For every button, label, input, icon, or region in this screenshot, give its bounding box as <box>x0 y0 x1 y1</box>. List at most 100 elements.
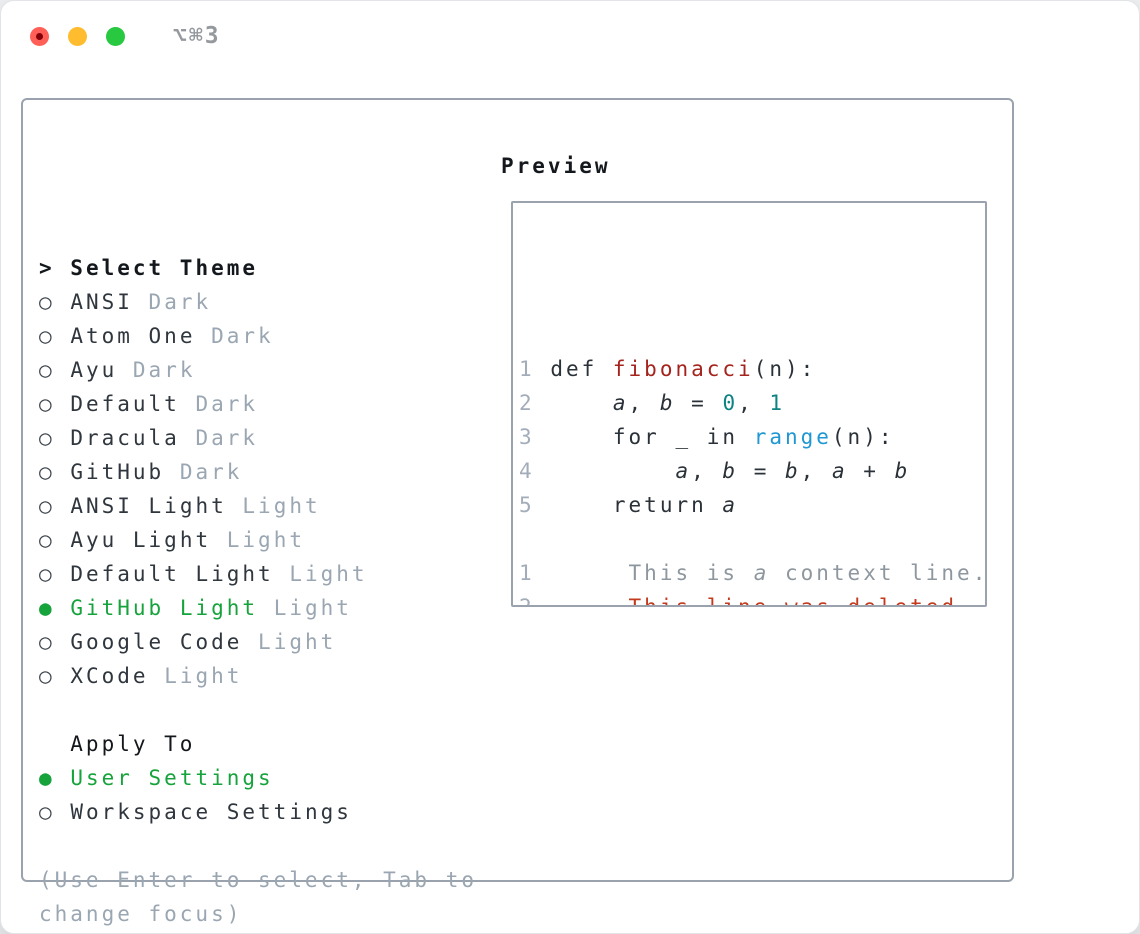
apply-option-workspace-settings[interactable]: ○ Workspace Settings <box>39 795 477 829</box>
theme-option-github[interactable]: ○ GitHub Dark <box>39 455 477 489</box>
prompt-icon: > <box>39 256 71 280</box>
code-token: b <box>894 459 911 483</box>
variant-tag: Dark <box>211 324 274 348</box>
code-token <box>550 391 613 415</box>
diff-line: 2 - This line was deleted. <box>519 590 985 607</box>
theme-option-default[interactable]: ○ Default Dark <box>39 387 477 421</box>
theme-option-dracula[interactable]: ○ Dracula Dark <box>39 421 477 455</box>
code-token: (n): <box>753 357 817 381</box>
option-label: Ayu Light <box>70 528 212 552</box>
variant-tag: Light <box>289 562 368 586</box>
option-label: GitHub <box>70 460 165 484</box>
code-token: This is <box>550 561 754 585</box>
hint-text: (Use Enter to select, Tab to <box>39 863 477 897</box>
theme-option-xcode[interactable]: ○ XCode Light <box>39 659 477 693</box>
option-label: Dracula <box>70 426 180 450</box>
apply-to-header: Apply To <box>39 727 477 761</box>
preview-title: Preview <box>501 154 611 178</box>
variant-tag: Dark <box>195 392 259 416</box>
code-token: = <box>675 391 723 415</box>
minimize-button[interactable] <box>68 26 87 46</box>
zoom-button[interactable] <box>106 26 125 46</box>
option-label: Ayu <box>70 358 118 382</box>
code-token: a <box>612 391 629 415</box>
code-line: 2 a, b = 0, 1 <box>519 386 985 420</box>
variant-tag: Dark <box>179 460 243 484</box>
option-label: Default <box>70 392 180 416</box>
code-token: a <box>722 493 739 517</box>
code-token: b <box>785 459 801 483</box>
theme-option-ansi[interactable]: ○ ANSI Dark <box>39 285 477 319</box>
spacer-row <box>39 693 477 727</box>
code-token: - This line was deleted. <box>550 595 973 607</box>
close-button[interactable] <box>30 26 49 46</box>
option-label: XCode <box>70 664 149 688</box>
code-token: , <box>738 391 770 415</box>
option-label: User Settings <box>70 766 274 790</box>
option-label: Google Code <box>70 630 243 654</box>
theme-option-ansi-light[interactable]: ○ ANSI Light Light <box>39 489 477 523</box>
unsaved-changes-dot-icon <box>36 32 43 40</box>
line-number: 1 <box>519 357 535 381</box>
spacer-row <box>39 829 477 863</box>
code-line: 5 return a <box>519 488 985 522</box>
code-token: + <box>847 459 895 483</box>
code-line <box>519 522 985 556</box>
hint-text: change focus) <box>39 897 477 931</box>
code-token: 0 <box>722 391 739 415</box>
option-label: ANSI <box>70 290 133 314</box>
line-number: 5 <box>519 493 535 517</box>
code-line: 4 a, b = b, a + b <box>519 454 985 488</box>
radio-off-icon: ○ <box>39 426 55 450</box>
radio-off-icon: ○ <box>39 528 55 552</box>
theme-option-github-light[interactable]: ● GitHub Light Light <box>39 591 477 625</box>
apply-option-user-settings[interactable]: ● User Settings <box>39 761 477 795</box>
radio-off-icon: ○ <box>39 392 55 416</box>
radio-off-icon: ○ <box>39 494 55 518</box>
code-token: a <box>753 561 770 585</box>
variant-tag: Light <box>164 664 243 688</box>
radio-on-icon: ● <box>39 596 55 620</box>
theme-option-default-light[interactable]: ○ Default Light Light <box>39 557 477 591</box>
selector-panel: > Select Theme○ ANSI Dark○ Atom One Dark… <box>39 149 477 931</box>
code-line: 3 for _ in range(n): <box>519 420 985 454</box>
radio-off-icon: ○ <box>39 562 55 586</box>
code-token: a <box>675 459 692 483</box>
hint-line: (Use Enter to select, Tab to <box>39 868 478 892</box>
theme-option-ayu-light[interactable]: ○ Ayu Light Light <box>39 523 477 557</box>
code-token: def <box>550 357 613 381</box>
diff-line: 1 This is a context line. <box>519 556 985 590</box>
code-token: range <box>753 425 832 449</box>
theme-option-atom-one[interactable]: ○ Atom One Dark <box>39 319 477 353</box>
theme-option-ayu[interactable]: ○ Ayu Dark <box>39 353 477 387</box>
code-token: for _ in <box>550 425 754 449</box>
code-token: a <box>831 459 848 483</box>
variant-tag: Light <box>258 630 337 654</box>
code-token: fibonacci <box>612 357 754 381</box>
window-title: ⌥⌘3 <box>173 23 221 49</box>
radio-off-icon: ○ <box>39 290 55 314</box>
variant-tag: Dark <box>195 426 259 450</box>
line-number: 2 <box>519 595 535 607</box>
code-token <box>550 459 675 483</box>
line-number: 2 <box>519 391 535 415</box>
radio-off-icon: ○ <box>39 630 55 654</box>
variant-tag: Light <box>242 494 321 518</box>
radio-off-icon: ○ <box>39 664 55 688</box>
code-token: (n): <box>831 425 895 449</box>
option-label: Default Light <box>70 562 274 586</box>
code-token: 1 <box>769 391 786 415</box>
select-theme-label: Select Theme <box>70 256 259 280</box>
theme-option-google-code[interactable]: ○ Google Code Light <box>39 625 477 659</box>
select-theme-header: > Select Theme <box>39 251 477 285</box>
option-label: Workspace Settings <box>70 800 352 824</box>
radio-off-icon: ○ <box>39 358 55 382</box>
titlebar: ⌥⌘3 <box>1 1 1139 71</box>
variant-tag: Light <box>226 528 305 552</box>
code-token: return <box>550 493 723 517</box>
variant-tag: Dark <box>132 358 196 382</box>
line-number: 4 <box>519 459 535 483</box>
radio-off-icon: ○ <box>39 460 55 484</box>
